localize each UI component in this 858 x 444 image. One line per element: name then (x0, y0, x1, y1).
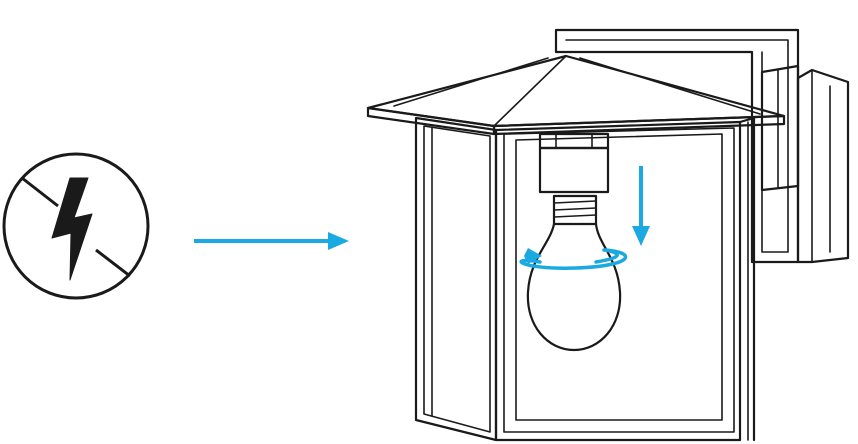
down-arrow-icon (632, 166, 650, 246)
light-bulb (526, 194, 622, 352)
lightning-bolt-icon (51, 177, 93, 281)
no-power-icon (2, 152, 150, 300)
wall-lantern (366, 28, 850, 442)
right-arrow-icon (194, 232, 349, 250)
bulb-socket (538, 132, 610, 194)
wall-mount-bracket (554, 28, 850, 264)
rotate-icon (519, 248, 628, 270)
lantern-roof (366, 54, 786, 136)
lantern-body (414, 116, 756, 442)
